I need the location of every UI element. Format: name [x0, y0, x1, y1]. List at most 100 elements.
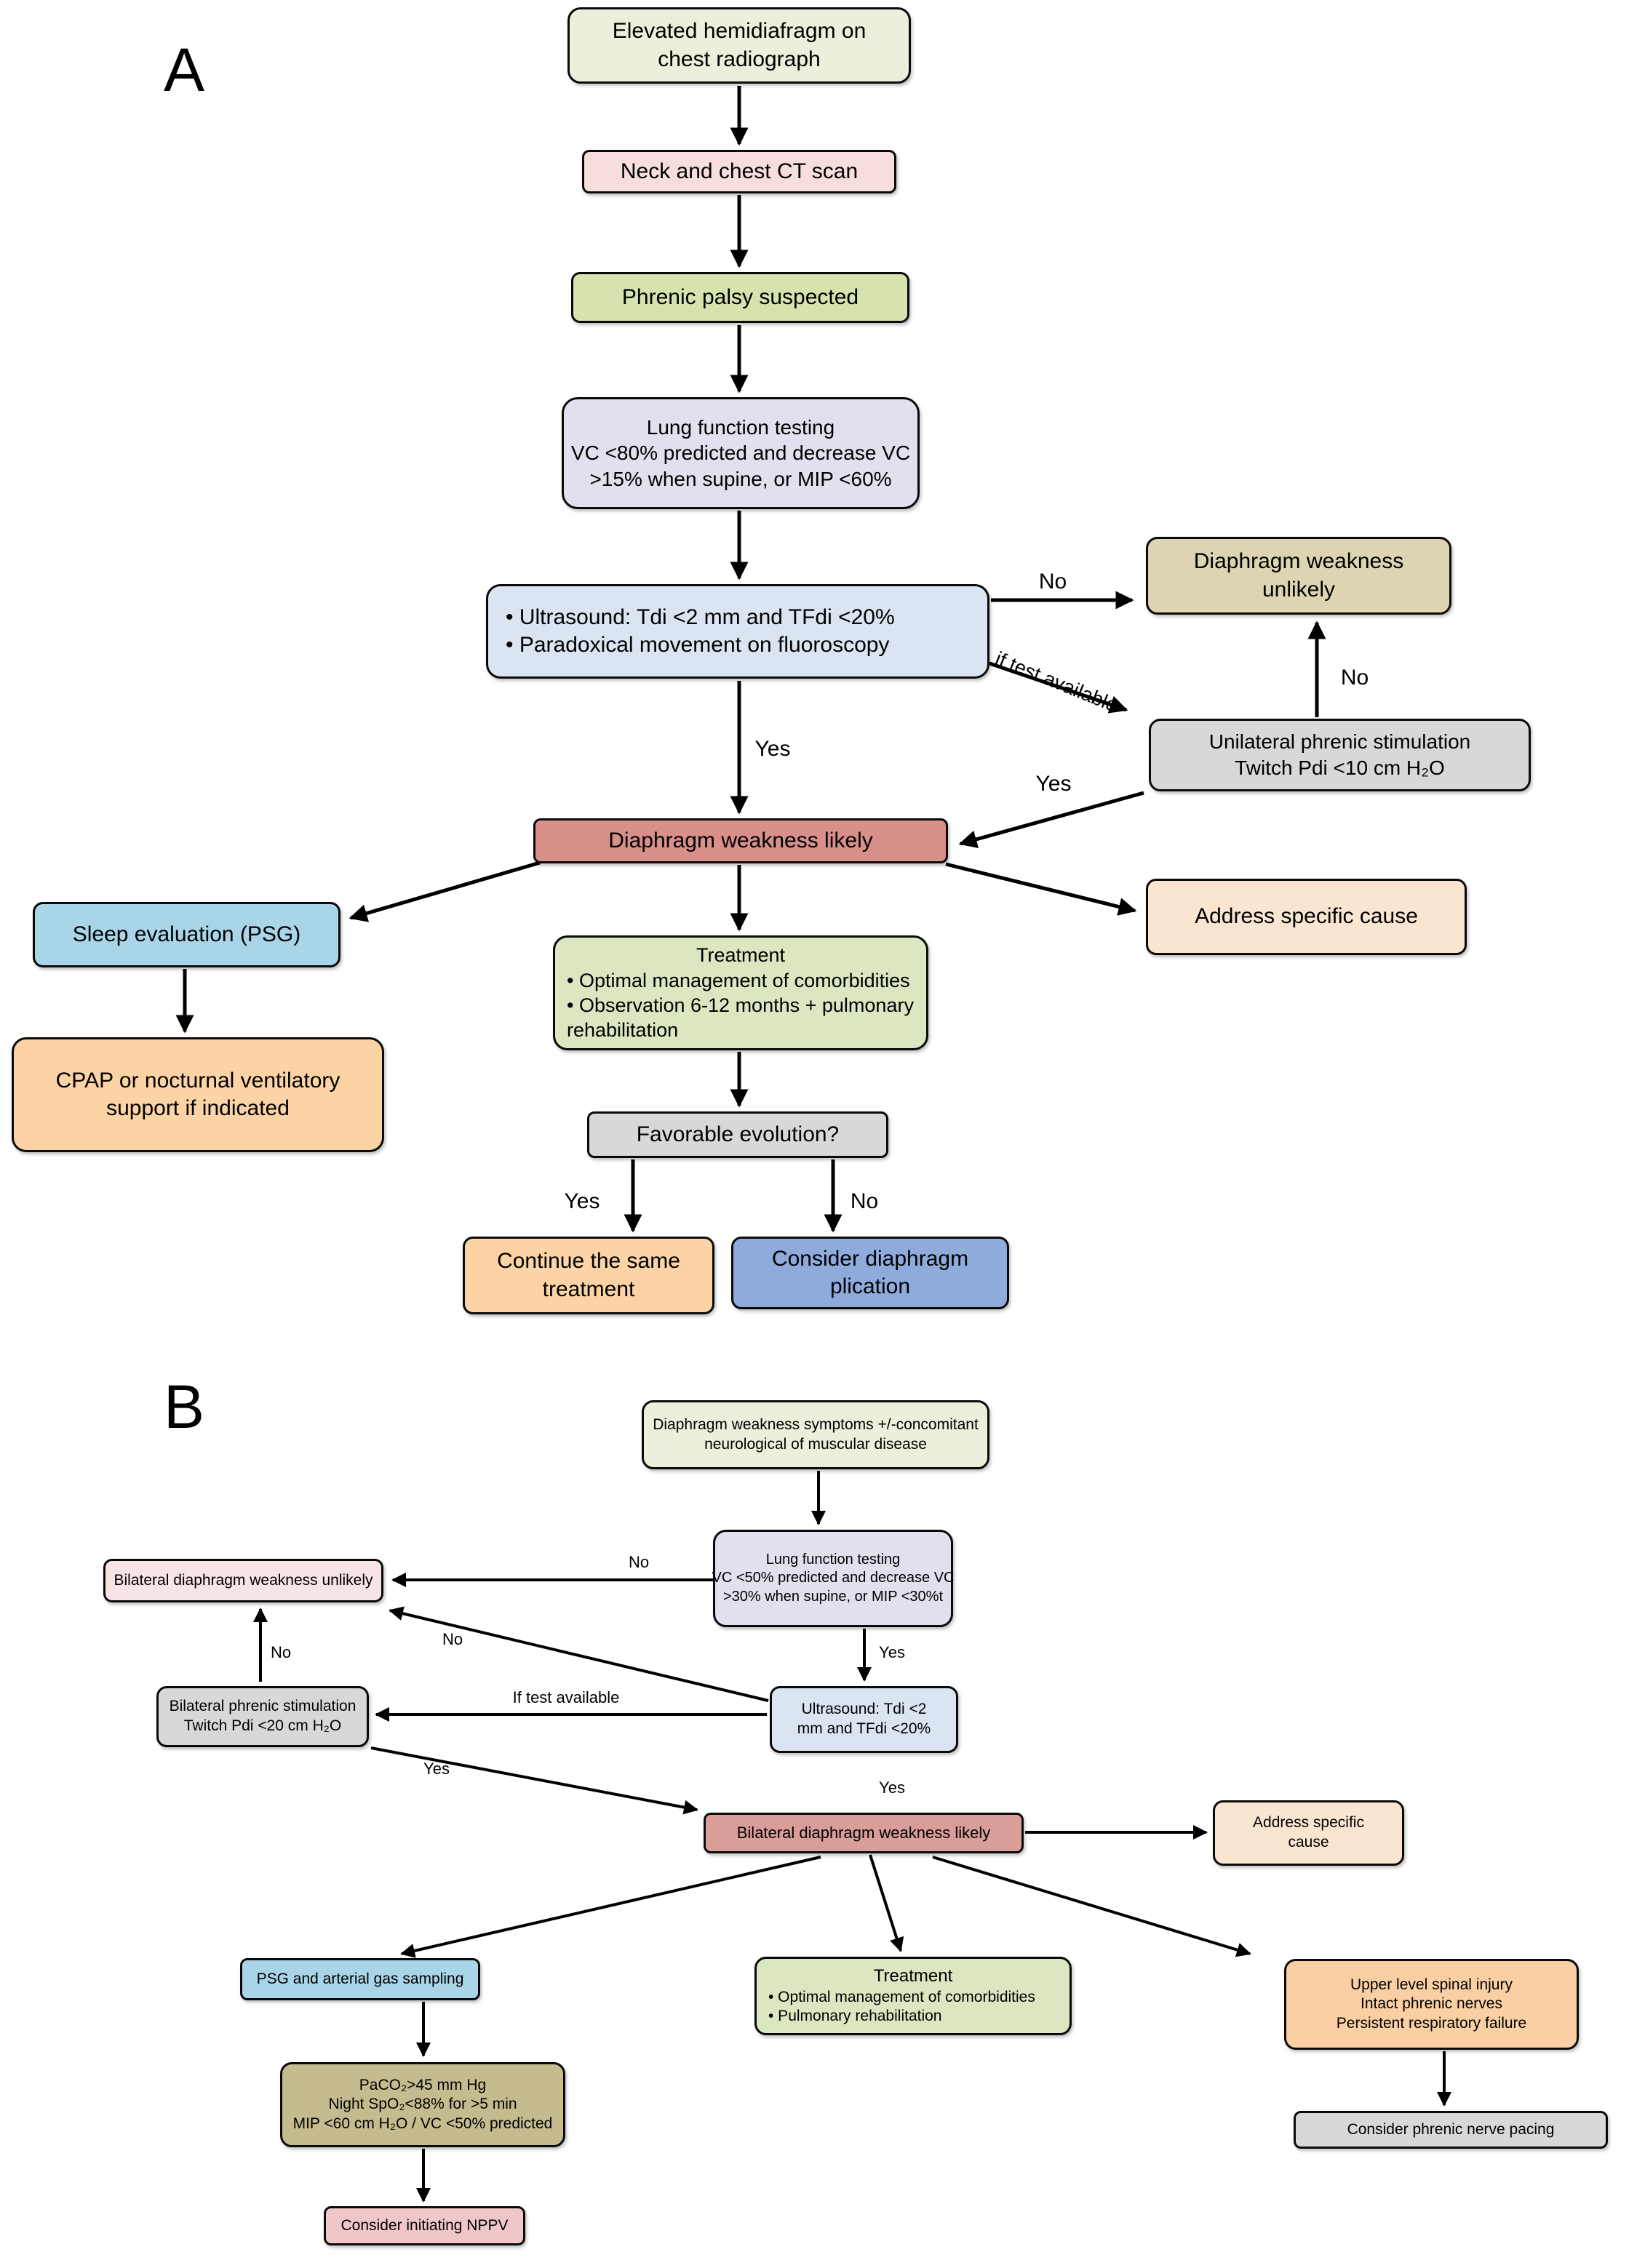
node-bullet: • Optimal management of comorbidities — [768, 1988, 1035, 2005]
node-bullet: • Pulmonary rehabilitation — [768, 2008, 942, 2025]
panel-b-label: B — [164, 1373, 205, 1441]
node-line: >15% when supine, or MIP <60% — [589, 467, 892, 490]
node-line: Continue the same — [497, 1249, 680, 1274]
node-lung-function-b: Lung function testing VC <50% predicted … — [712, 1530, 955, 1627]
node-line: Address specific cause — [1195, 904, 1418, 929]
arrow-likely-to-treatment — [869, 1854, 904, 1952]
node-line: Lung function testing — [765, 1551, 901, 1568]
node-line: Lung function testing — [646, 415, 835, 439]
node-treatment-b: Treatment • Optimal management of comorb… — [754, 1957, 1072, 2035]
node-line: Favorable evolution? — [636, 1122, 840, 1146]
node-bilateral-phrenic-stimulation: Bilateral phrenic stimulation Twitch Pdi… — [156, 1686, 369, 1747]
edge-label-no: No — [1340, 666, 1369, 690]
node-line: Bilateral diaphragm weakness likely — [736, 1824, 991, 1842]
node-line: unlikely — [1262, 577, 1336, 602]
node-line: >30% when supine, or MIP <30%t — [722, 1588, 944, 1605]
arrow-likely-to-psg — [400, 1856, 821, 1958]
node-bilateral-weakness-likely: Bilateral diaphragm weakness likely — [704, 1813, 1024, 1853]
node-line: Address specific — [1253, 1814, 1364, 1832]
node-line: Bilateral diaphragm weakness unlikely — [113, 1571, 373, 1589]
arrow-ultrasound-to-unlikely-no — [389, 1606, 769, 1702]
arrow-likely-to-spinal — [932, 1856, 1251, 1957]
node-line: Ultrasound: Tdi <2 — [801, 1701, 927, 1718]
arrow-likely-to-sleep — [348, 861, 541, 922]
edge-label-yes: Yes — [879, 1778, 905, 1797]
node-diaphragm-weakness-symptoms: Diaphragm weakness symptoms +/-concomita… — [642, 1400, 989, 1469]
node-line: Bilateral phrenic stimulation — [169, 1698, 357, 1715]
node-diaphragm-weakness-unlikely: Diaphragm weakness unlikely — [1146, 537, 1451, 615]
node-psg-arterial-gas: PSG and arterial gas sampling — [240, 1958, 480, 2000]
node-diaphragm-weakness-likely: Diaphragm weakness likely — [533, 818, 948, 863]
node-line: cause — [1288, 1834, 1329, 1850]
node-continue-same-treatment: Continue the same treatment — [463, 1237, 714, 1314]
node-line: Unilateral phrenic stimulation — [1208, 730, 1471, 754]
node-line: Diaphragm weakness — [1193, 549, 1404, 574]
node-line: Consider diaphragm — [771, 1246, 969, 1271]
node-line: PaCO₂>45 mm Hg — [359, 2076, 487, 2093]
node-line: Upper level spinal injury — [1350, 1976, 1513, 1993]
edge-label-no: No — [1038, 570, 1067, 594]
node-line: Diaphragm weakness likely — [608, 828, 873, 853]
node-address-specific-cause-a: Address specific cause — [1146, 879, 1467, 955]
node-title: Treatment — [873, 1966, 953, 1987]
node-line: Neck and chest CT scan — [620, 159, 859, 183]
node-line: Night SpO₂<88% for >5 min — [328, 2096, 517, 2113]
node-line: VC <80% predicted and decrease VC — [570, 442, 911, 465]
node-line: Phrenic palsy suspected — [621, 284, 859, 309]
node-line: • Paradoxical movement on fluoroscopy — [506, 633, 890, 657]
arrow-phrenic-to-likely-yes — [370, 1746, 698, 1815]
node-line: Intact phrenic nerves — [1361, 1995, 1502, 2013]
node-phrenic-palsy-suspected: Phrenic palsy suspected — [571, 272, 909, 323]
edge-label-if-test-available: If test available — [512, 1688, 620, 1706]
node-title: Treatment — [696, 944, 786, 967]
node-bilateral-weakness-unlikely: Bilateral diaphragm weakness unlikely — [103, 1559, 383, 1602]
node-paco2-criteria: PaCO₂>45 mm Hg Night SpO₂<88% for >5 min… — [280, 2062, 565, 2147]
arrow-unilateral-to-likely-yes — [958, 791, 1144, 849]
node-upper-spinal-injury: Upper level spinal injury Intact phrenic… — [1284, 1959, 1579, 2050]
node-line: VC <50% predicted and decrease VC — [712, 1570, 955, 1586]
edge-label-yes: Yes — [423, 1760, 450, 1778]
node-consider-nppv: Consider initiating NPPV — [324, 2206, 525, 2245]
edge-label-yes: Yes — [1035, 772, 1072, 796]
node-favorable-evolution: Favorable evolution? — [587, 1111, 888, 1158]
node-line: Sleep evaluation (PSG) — [72, 922, 301, 946]
node-line: mm and TFdi <20% — [797, 1720, 931, 1737]
edge-label-no: No — [442, 1630, 463, 1648]
node-line: plication — [829, 1274, 911, 1298]
node-cpap-support: CPAP or nocturnal ventilatory support if… — [12, 1037, 384, 1152]
node-treatment-a: Treatment • Optimal management of comorb… — [553, 935, 928, 1050]
node-consider-diaphragm-plication: Consider diaphragm plication — [731, 1237, 1009, 1309]
edge-label-yes: Yes — [754, 737, 791, 761]
edge-label-no: No — [850, 1189, 879, 1213]
edge-label-no: No — [270, 1643, 292, 1661]
node-unilateral-phrenic-stimulation: Unilateral phrenic stimulation Twitch Pd… — [1149, 719, 1531, 791]
node-consider-phrenic-pacing: Consider phrenic nerve pacing — [1294, 2111, 1608, 2149]
node-bullet: • Optimal management of comorbidities — [567, 969, 910, 991]
node-sleep-evaluation-psg: Sleep evaluation (PSG) — [33, 902, 340, 967]
node-line: chest radiograph — [658, 47, 821, 71]
node-ultrasound-a: • Ultrasound: Tdi <2 mm and TFdi <20% • … — [486, 584, 989, 679]
arrow-ultrasound-to-unilateral-if-test — [989, 661, 1128, 714]
node-line: Persistent respiratory failure — [1336, 2014, 1527, 2032]
edge-label-yes: Yes — [879, 1643, 905, 1661]
node-line: Consider phrenic nerve pacing — [1347, 2120, 1555, 2138]
node-line: CPAP or nocturnal ventilatory — [55, 1068, 340, 1093]
node-lung-function-a: Lung function testing VC <80% predicted … — [562, 397, 920, 509]
node-line: MIP <60 cm H₂O / VC <50% predicted — [292, 2115, 553, 2132]
node-line: Diaphragm weakness symptoms +/-concomita… — [653, 1415, 979, 1433]
node-line: support if indicated — [106, 1096, 290, 1120]
node-line: • Ultrasound: Tdi <2 mm and TFdi <20% — [506, 604, 895, 629]
node-neck-chest-ct: Neck and chest CT scan — [582, 150, 896, 193]
node-line: Twitch Pdi <20 cm H₂O — [183, 1717, 342, 1734]
node-elevated-hemidiaphragm: Elevated hemidiafragm on chest radiograp… — [567, 7, 911, 84]
node-line: treatment — [542, 1277, 635, 1301]
node-line: neurological of muscular disease — [704, 1435, 927, 1453]
arrow-likely-to-address — [945, 862, 1137, 916]
edge-label-yes: Yes — [564, 1189, 600, 1213]
node-ultrasound-b: Ultrasound: Tdi <2 mm and TFdi <20% — [770, 1686, 958, 1753]
node-line: Consider initiating NPPV — [340, 2216, 509, 2234]
node-line: Twitch Pdi <10 cm H₂O — [1235, 756, 1445, 779]
node-line: PSG and arterial gas sampling — [256, 1970, 464, 1987]
